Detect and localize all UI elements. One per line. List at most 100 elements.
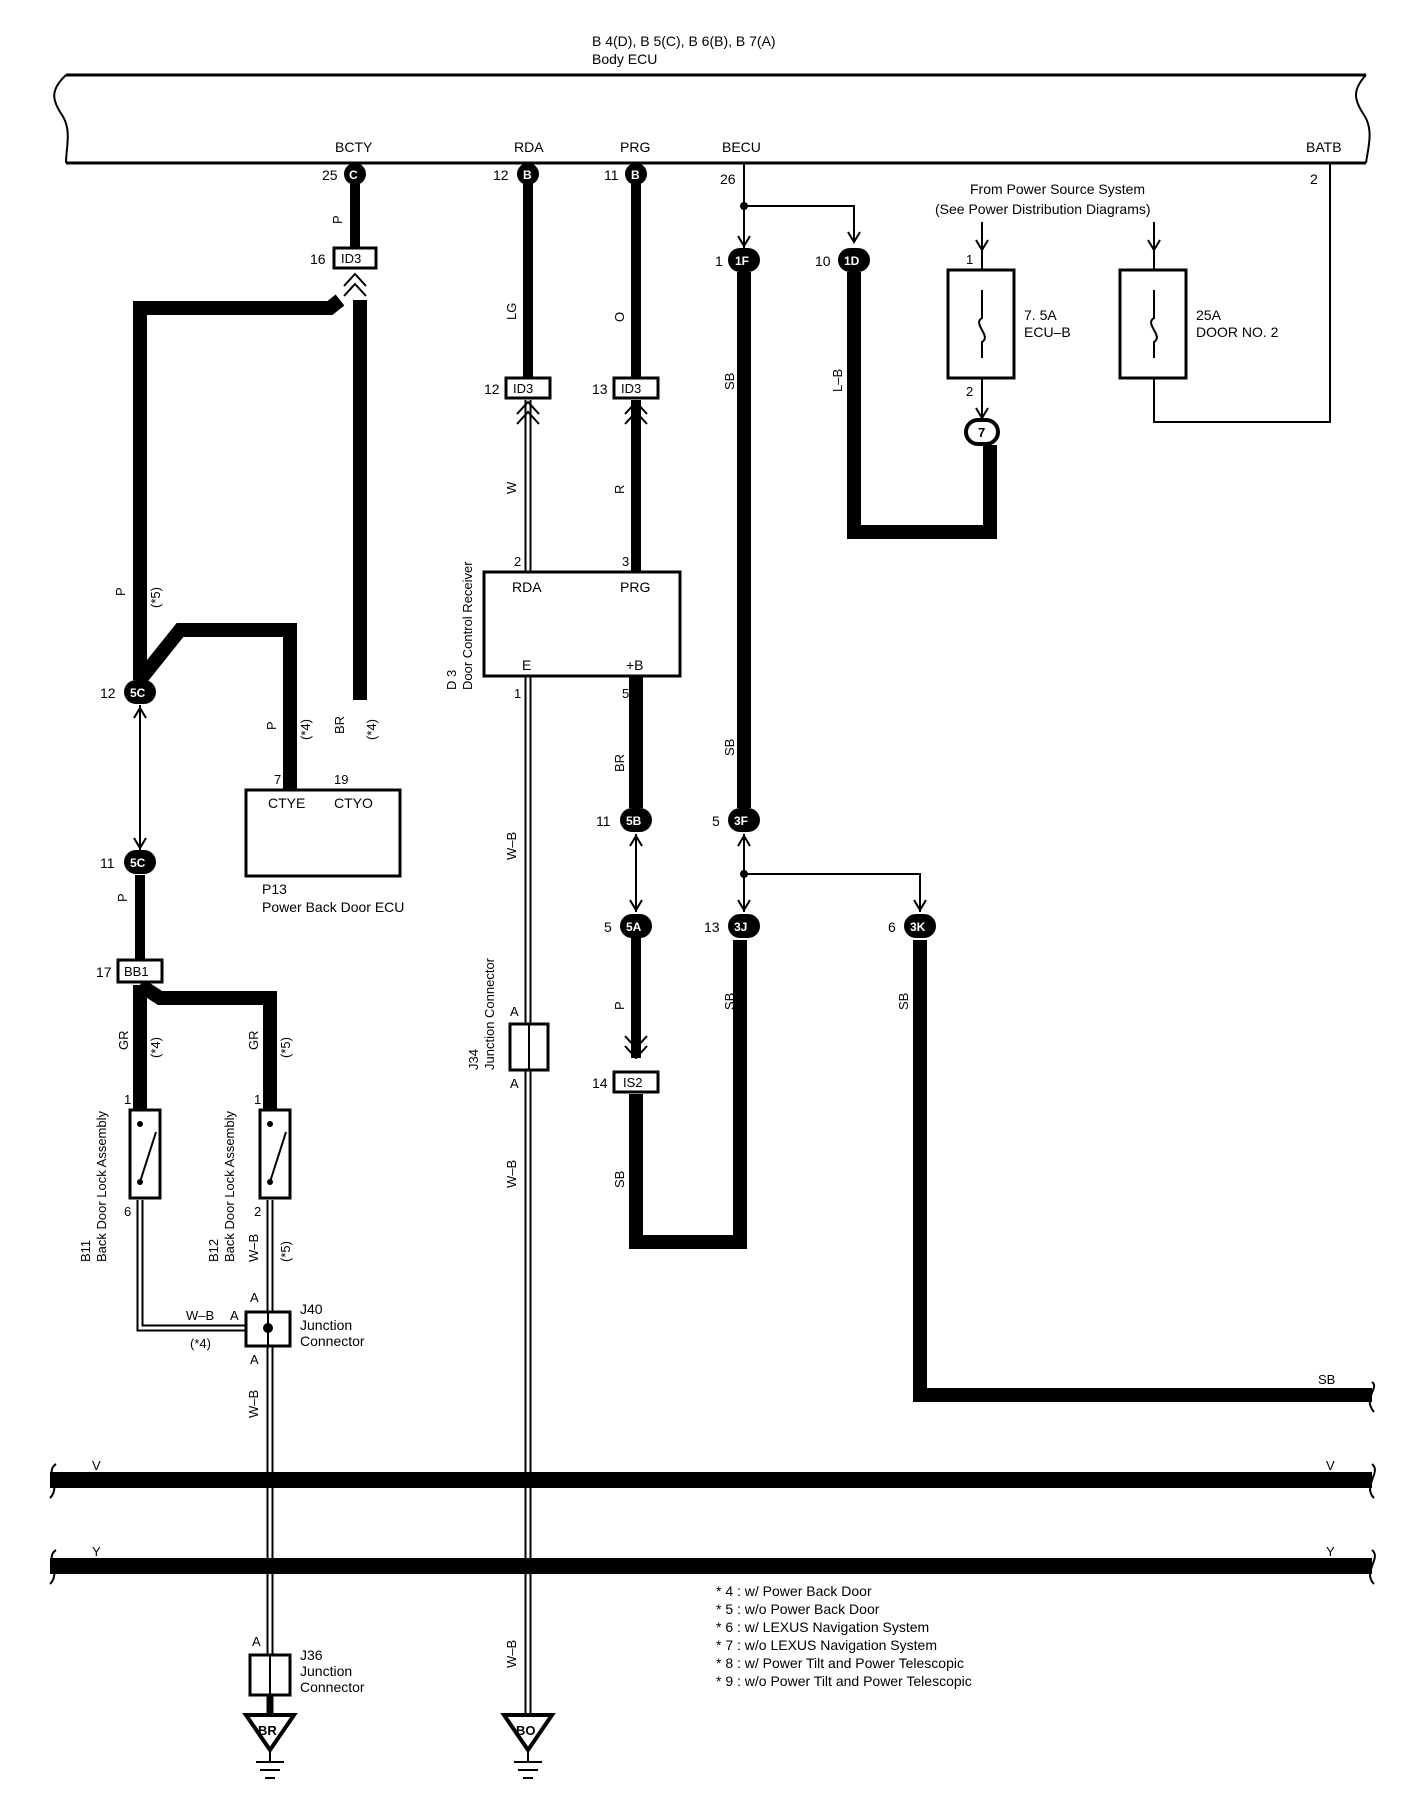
wire-label-star4-j40: (*4) [190, 1336, 211, 1351]
connector-1f [728, 248, 760, 272]
arrow-5b-up [629, 834, 643, 847]
d3-pin-plusb: 5 [622, 686, 629, 701]
connector-5c-upper-label: 5C [130, 686, 146, 700]
becu-pin: 26 [720, 171, 736, 187]
connector-3f-pin: 5 [712, 813, 720, 829]
d3-pin-prg: 3 [622, 554, 629, 569]
arrow-1f [737, 235, 751, 248]
arrow-id3-bcty-a [343, 272, 367, 287]
arrow-1d [847, 231, 861, 244]
wire-label-sb-3j: SB [722, 993, 737, 1010]
wire-label-lg: LG [504, 303, 519, 320]
wire-label-p-bb1: P [115, 893, 130, 902]
wire-label-star5-b12: (*5) [278, 1037, 293, 1058]
ground-bo-label: BO [516, 1723, 536, 1738]
arrow-3k [913, 899, 927, 912]
fuse-ecu-b [946, 268, 1016, 380]
d3-pin-rda: 2 [514, 554, 521, 569]
terminal-batb-label: BATB [1306, 139, 1342, 155]
body-ecu-right-break [1355, 74, 1371, 164]
wire-label-sb-1f: SB [722, 373, 737, 390]
b12-pin-bottom: 2 [254, 1204, 261, 1219]
connector-5c-upper [124, 680, 156, 704]
note-5: * 5 : w/o Power Back Door [716, 1601, 880, 1617]
b11-blade [139, 1131, 157, 1183]
connector-id3-rda-label: ID3 [513, 381, 533, 396]
door-control-receiver [482, 570, 682, 678]
fuse-door-no2-element [1150, 290, 1158, 358]
j36-line1: Junction [300, 1663, 352, 1679]
wire-label-wb-j34: W–B [504, 1160, 519, 1188]
connector-3k-label: 3K [910, 920, 926, 934]
p13-terminal-ctye: CTYE [268, 795, 305, 811]
connector-5a-pin: 5 [604, 919, 612, 935]
connector-bcty [344, 163, 366, 185]
connector-bb1-label: BB1 [124, 964, 149, 979]
connector-7-label: 7 [978, 425, 985, 440]
connector-id3-bcty [332, 246, 378, 270]
wire-label-wb-b12: W–B [246, 1234, 261, 1262]
b11-pin-top: 1 [124, 1092, 131, 1107]
wire-label-wb-j40-out: W–B [246, 1390, 261, 1418]
note-7: * 7 : w/o LEXUS Navigation System [716, 1637, 937, 1653]
terminal-rda-label: RDA [514, 139, 544, 155]
b11-code: B11 [78, 1240, 93, 1262]
j34-pin-bottom: A [510, 1076, 519, 1091]
fuse-ecu-b-element [978, 290, 986, 358]
b12-name: Back Door Lock Assembly [222, 1110, 237, 1262]
connector-3k-pin: 6 [888, 919, 896, 935]
arrow-id3-rda-a [516, 400, 540, 415]
rda-pin: 12 [493, 167, 509, 183]
wire-label-star4-b11: (*4) [148, 1037, 163, 1058]
inline-connectors: 1F 1 1D 10 7 5C 12 5C 11 5B 11 3F 5 5A 5… [100, 248, 1000, 938]
p13-terminal-ctyo: CTYO [334, 795, 373, 811]
j34-pin-top: A [510, 1004, 519, 1019]
notes: * 4 : w/ Power Back Door * 5 : w/o Power… [716, 1583, 972, 1689]
wire-label-p-left: P [113, 587, 128, 596]
fuse-door-no2-name: DOOR NO. 2 [1196, 324, 1279, 340]
body-ecu: B 4(D), B 5(C), B 6(B), B 7(A) Body ECU … [53, 33, 1371, 187]
connector-5b [620, 808, 652, 832]
wire-label-wb-j40-in: W–B [186, 1308, 214, 1323]
ground-br-triangle [242, 1713, 298, 1754]
p13-name: Power Back Door ECU [262, 899, 404, 915]
wire-is2-3j-sb [629, 940, 747, 1249]
j36-pin: A [252, 1634, 261, 1649]
b12-blade [269, 1131, 287, 1183]
b11-name: Back Door Lock Assembly [94, 1110, 109, 1262]
wire-door2-batb [1153, 163, 1331, 423]
connector-is2-pin: 14 [592, 1075, 608, 1091]
j40-pin-bottom: A [250, 1352, 259, 1367]
wire-wb-b11-j40-inner [138, 1200, 245, 1330]
connector-bb1-pin: 17 [96, 964, 112, 980]
box-connectors: ID3 16 ID3 12 ID3 13 BB1 17 IS2 14 [96, 246, 660, 1094]
body-ecu-connector-list: B 4(D), B 5(C), B 6(B), B 7(A) [592, 33, 776, 49]
break-sb-right [1368, 1381, 1375, 1413]
note-9: * 9 : w/o Power Tilt and Power Telescopi… [716, 1673, 972, 1689]
fuse-door-no2-rating: 25A [1196, 307, 1222, 323]
body-ecu-name: Body ECU [592, 51, 657, 67]
bcty-pin: 25 [322, 167, 338, 183]
bus-v-left-label: V [92, 1458, 101, 1473]
connector-1f-label: 1F [735, 254, 749, 268]
connector-id3-rda [504, 376, 552, 400]
connector-3k [904, 914, 936, 938]
prg-pin: 11 [604, 167, 619, 183]
connector-3j [728, 914, 760, 938]
j36-line2: Connector [300, 1679, 365, 1695]
arrow-id3-bcty-b [343, 282, 367, 297]
wire-label-r: R [612, 485, 627, 494]
arrow-door2-in [1147, 239, 1161, 252]
connector-is2-label: IS2 [623, 1075, 643, 1090]
p13-pin-ctyo: 19 [334, 772, 348, 787]
wire-label-wb-d3: W–B [504, 832, 519, 860]
arrow-id3-rda-b [516, 410, 540, 425]
arrow-is2-a [624, 1045, 648, 1060]
b12-pin-top: 1 [254, 1092, 261, 1107]
j40-line1: Junction [300, 1317, 352, 1333]
wire-label-gr-b11: GR [116, 1031, 131, 1051]
terminal-bcty-label: BCTY [335, 139, 373, 155]
arrow-3j [737, 899, 751, 912]
connector-rda-label: B [523, 168, 532, 182]
j34-name: Junction Connector [482, 957, 497, 1070]
